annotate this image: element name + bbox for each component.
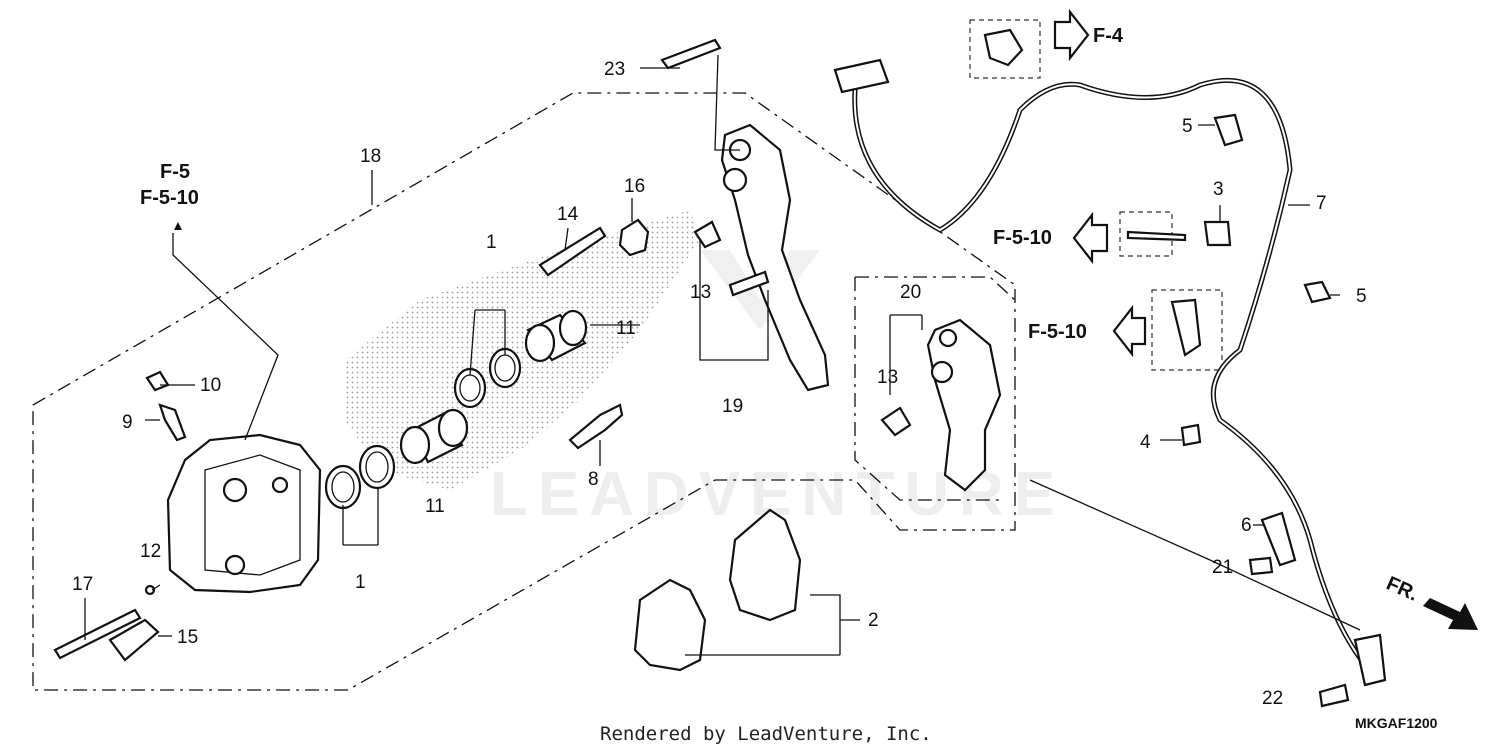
caliper-bolt bbox=[53, 608, 142, 660]
arrow-right-icon bbox=[1053, 8, 1090, 62]
callout-13: 13 bbox=[877, 367, 898, 388]
arrow-up-icon bbox=[174, 222, 182, 230]
clamp-reference-box bbox=[969, 19, 1041, 79]
piston bbox=[524, 309, 588, 363]
callout-6: 6 bbox=[1241, 515, 1252, 536]
mounting-bolt bbox=[660, 38, 722, 70]
pad-retainer-clip bbox=[693, 220, 722, 249]
callout-19: 19 bbox=[722, 396, 743, 417]
bleed-valve bbox=[158, 403, 187, 442]
stay-bolt bbox=[1248, 556, 1274, 576]
callout-12: 12 bbox=[140, 541, 161, 562]
piston bbox=[399, 408, 469, 465]
slide-pin bbox=[538, 226, 607, 277]
callout-2: 2 bbox=[868, 610, 879, 631]
pad-spring bbox=[568, 403, 624, 450]
o-ring bbox=[144, 584, 156, 596]
sensor-bolt bbox=[1318, 683, 1350, 708]
callout-22: 22 bbox=[1262, 688, 1283, 709]
caliper-assembly-outline bbox=[32, 92, 1016, 691]
cable-stay bbox=[1203, 220, 1232, 247]
callout-4: 4 bbox=[1140, 432, 1151, 453]
reference-f5-10: F-5-10 bbox=[993, 227, 1052, 249]
caliper-body bbox=[166, 433, 322, 594]
bracket-assembly-outline bbox=[854, 276, 1016, 501]
callout-14: 14 bbox=[557, 204, 579, 225]
callout-5: 5 bbox=[1356, 286, 1367, 307]
callout-11: 11 bbox=[425, 496, 445, 517]
callout-3: 3 bbox=[1213, 179, 1224, 200]
callout-23: 23 bbox=[604, 59, 625, 80]
callout-8: 8 bbox=[588, 469, 599, 490]
arrow-left-icon bbox=[1112, 304, 1147, 358]
brake-pad bbox=[633, 508, 802, 672]
callout-16: 16 bbox=[624, 176, 645, 197]
callout-7: 7 bbox=[1316, 193, 1327, 214]
reference-f4: F-4 bbox=[1093, 25, 1124, 47]
callout-17: 17 bbox=[72, 574, 93, 595]
reference-f5: F-5 bbox=[160, 161, 190, 183]
cable-bracket bbox=[1170, 298, 1202, 357]
reference-f5-10: F-5-10 bbox=[1028, 321, 1087, 343]
front-direction-label: FR. bbox=[1383, 572, 1421, 605]
front-direction-arrow: FR. bbox=[1383, 572, 1478, 630]
bracket-reference-box bbox=[1151, 289, 1223, 371]
callout-9: 9 bbox=[122, 412, 133, 433]
caliper-bracket bbox=[720, 123, 830, 392]
render-credit: Rendered by LeadVenture, Inc. bbox=[600, 723, 932, 745]
wheel-speed-sensor bbox=[1353, 633, 1387, 687]
cable-clamp bbox=[983, 28, 1024, 67]
stay-bolt bbox=[1126, 230, 1187, 242]
piston-seal bbox=[324, 347, 522, 510]
callout-15: 15 bbox=[177, 627, 198, 648]
callout-18: 18 bbox=[360, 146, 381, 167]
stipple-shadow bbox=[345, 210, 700, 490]
arrow-left-icon bbox=[1072, 211, 1109, 265]
diagram-code: MKGAF1200 bbox=[1355, 715, 1438, 731]
callout-13: 13 bbox=[690, 282, 711, 303]
pad-retainer-clip bbox=[880, 406, 912, 437]
cable-grommet bbox=[1180, 423, 1202, 447]
front-arrow-icon bbox=[1423, 598, 1478, 630]
callout-21: 21 bbox=[1212, 557, 1233, 578]
callout-5: 5 bbox=[1182, 116, 1193, 137]
callout-1: 1 bbox=[355, 572, 366, 593]
pin-bolt-cap bbox=[108, 618, 160, 662]
bleed-cap bbox=[145, 370, 170, 392]
pin-boot bbox=[618, 218, 650, 257]
callout-20: 20 bbox=[900, 282, 921, 303]
cable-clamp bbox=[1213, 113, 1244, 147]
reference-f5-10: F-5-10 bbox=[140, 187, 199, 209]
callout-11: 11 bbox=[616, 318, 636, 339]
sensor-connector bbox=[833, 58, 890, 94]
cable-clamp bbox=[1303, 280, 1332, 304]
callout-1: 1 bbox=[486, 232, 497, 253]
callout-10: 10 bbox=[200, 375, 221, 396]
sensor-stay bbox=[1260, 511, 1297, 567]
wheel-speed-sensor-cable bbox=[852, 77, 1368, 668]
